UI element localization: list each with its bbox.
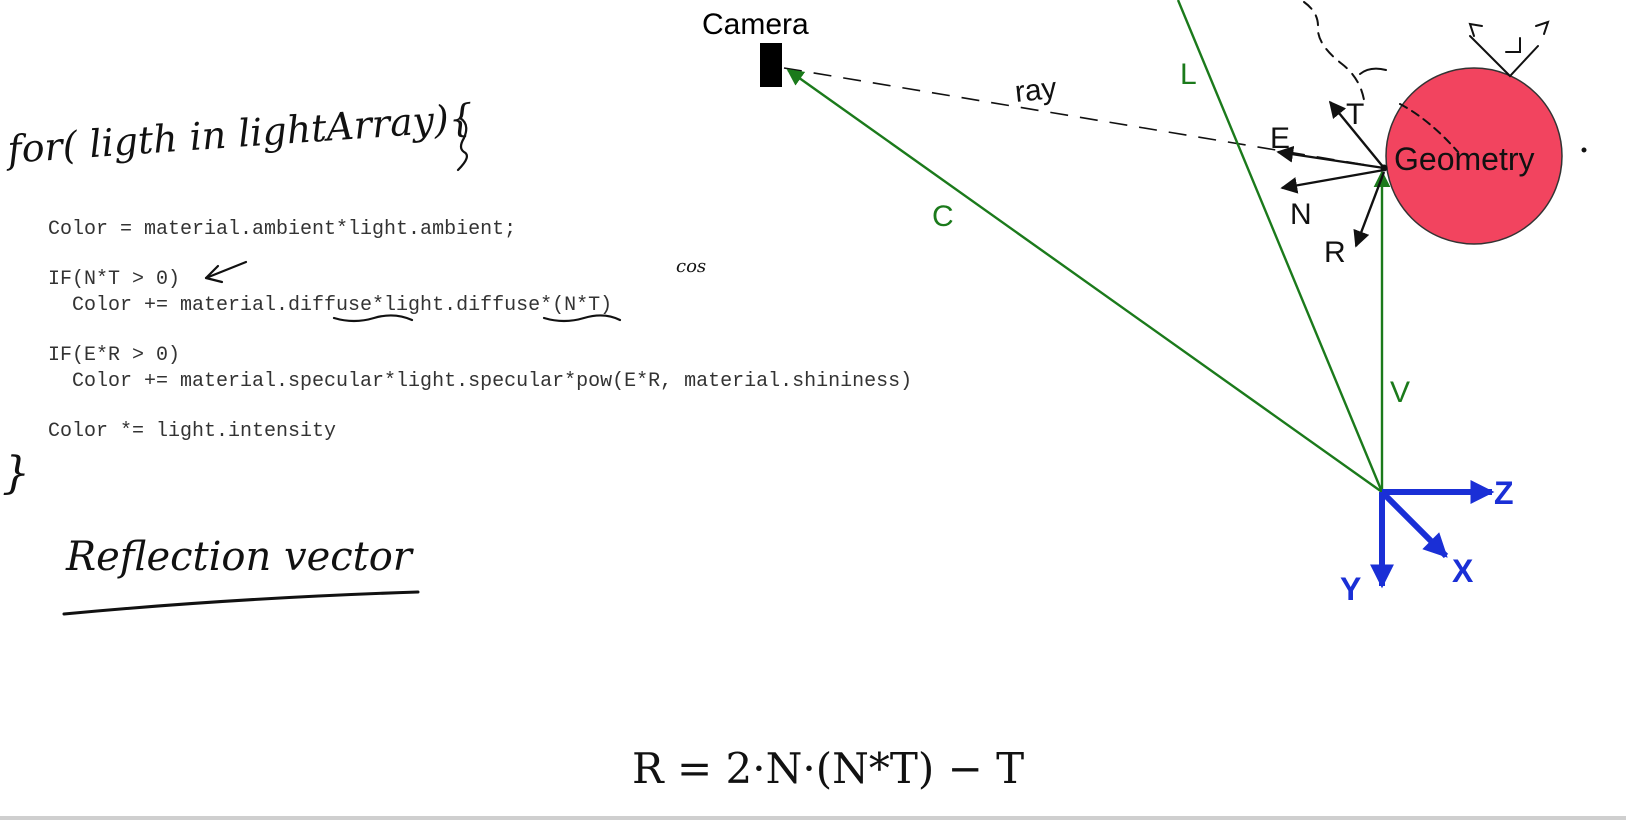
camera-body: [760, 43, 782, 87]
vector-N: [1280, 168, 1385, 194]
vector-R-label: R: [1324, 236, 1346, 269]
axis-Z-label: Z: [1494, 475, 1514, 511]
ink-underline-diffuse-2: [542, 314, 622, 323]
code-line-ambient: Color = material.ambient*light.ambient;: [48, 218, 517, 241]
vector-E: [1276, 145, 1385, 170]
axis-X-label: X: [1452, 553, 1474, 589]
axis-X: [1379, 489, 1449, 559]
hit-point: [1380, 164, 1388, 172]
ink-open-brace: [456, 116, 468, 172]
bottom-bar: [0, 816, 1626, 820]
ray-label: ray: [1013, 72, 1058, 109]
vector-E-label: E: [1270, 122, 1290, 155]
code-line-specular: Color += material.specular*light.specula…: [48, 370, 913, 393]
code-line-if-diffuse: IF(N*T > 0): [48, 268, 181, 291]
ink-geometry-sketch: [1303, 1, 1587, 153]
vector-C-label: C: [932, 200, 954, 233]
geometry-label: Geometry: [1394, 141, 1534, 177]
code-line-diffuse: Color += material.diffuse*light.diffuse*…: [48, 294, 613, 317]
vector-C: [786, 69, 1383, 493]
handwritten-cos-note: cos: [676, 256, 707, 277]
axis-Y-label: Y: [1340, 571, 1361, 607]
ray-line: [783, 67, 1385, 169]
ink-arrow-head: [204, 264, 224, 284]
ink-heading-underline: [62, 590, 420, 616]
vector-V-label: V: [1390, 376, 1410, 409]
handwritten-heading: Reflection vector: [66, 534, 412, 580]
code-line-if-specular: IF(E*R > 0): [48, 344, 181, 367]
ink-underline-diffuse-1: [332, 314, 414, 323]
code-line-intensity: Color *= light.intensity: [48, 420, 337, 443]
vector-N-label: N: [1290, 198, 1312, 231]
handwritten-formula: R = 2·N·(N*T) − T: [632, 744, 1025, 793]
ink-arrow-to-if: [204, 260, 248, 280]
vector-T-label: T: [1346, 98, 1364, 131]
handwritten-close-brace: }: [2, 448, 30, 499]
vector-R: [1353, 171, 1386, 248]
geometry-sphere: [1385, 67, 1563, 245]
vector-L: [1176, 0, 1384, 493]
camera-label: Camera: [702, 8, 809, 41]
vector-L-label: L: [1180, 58, 1197, 91]
vector-T: [1328, 100, 1385, 169]
